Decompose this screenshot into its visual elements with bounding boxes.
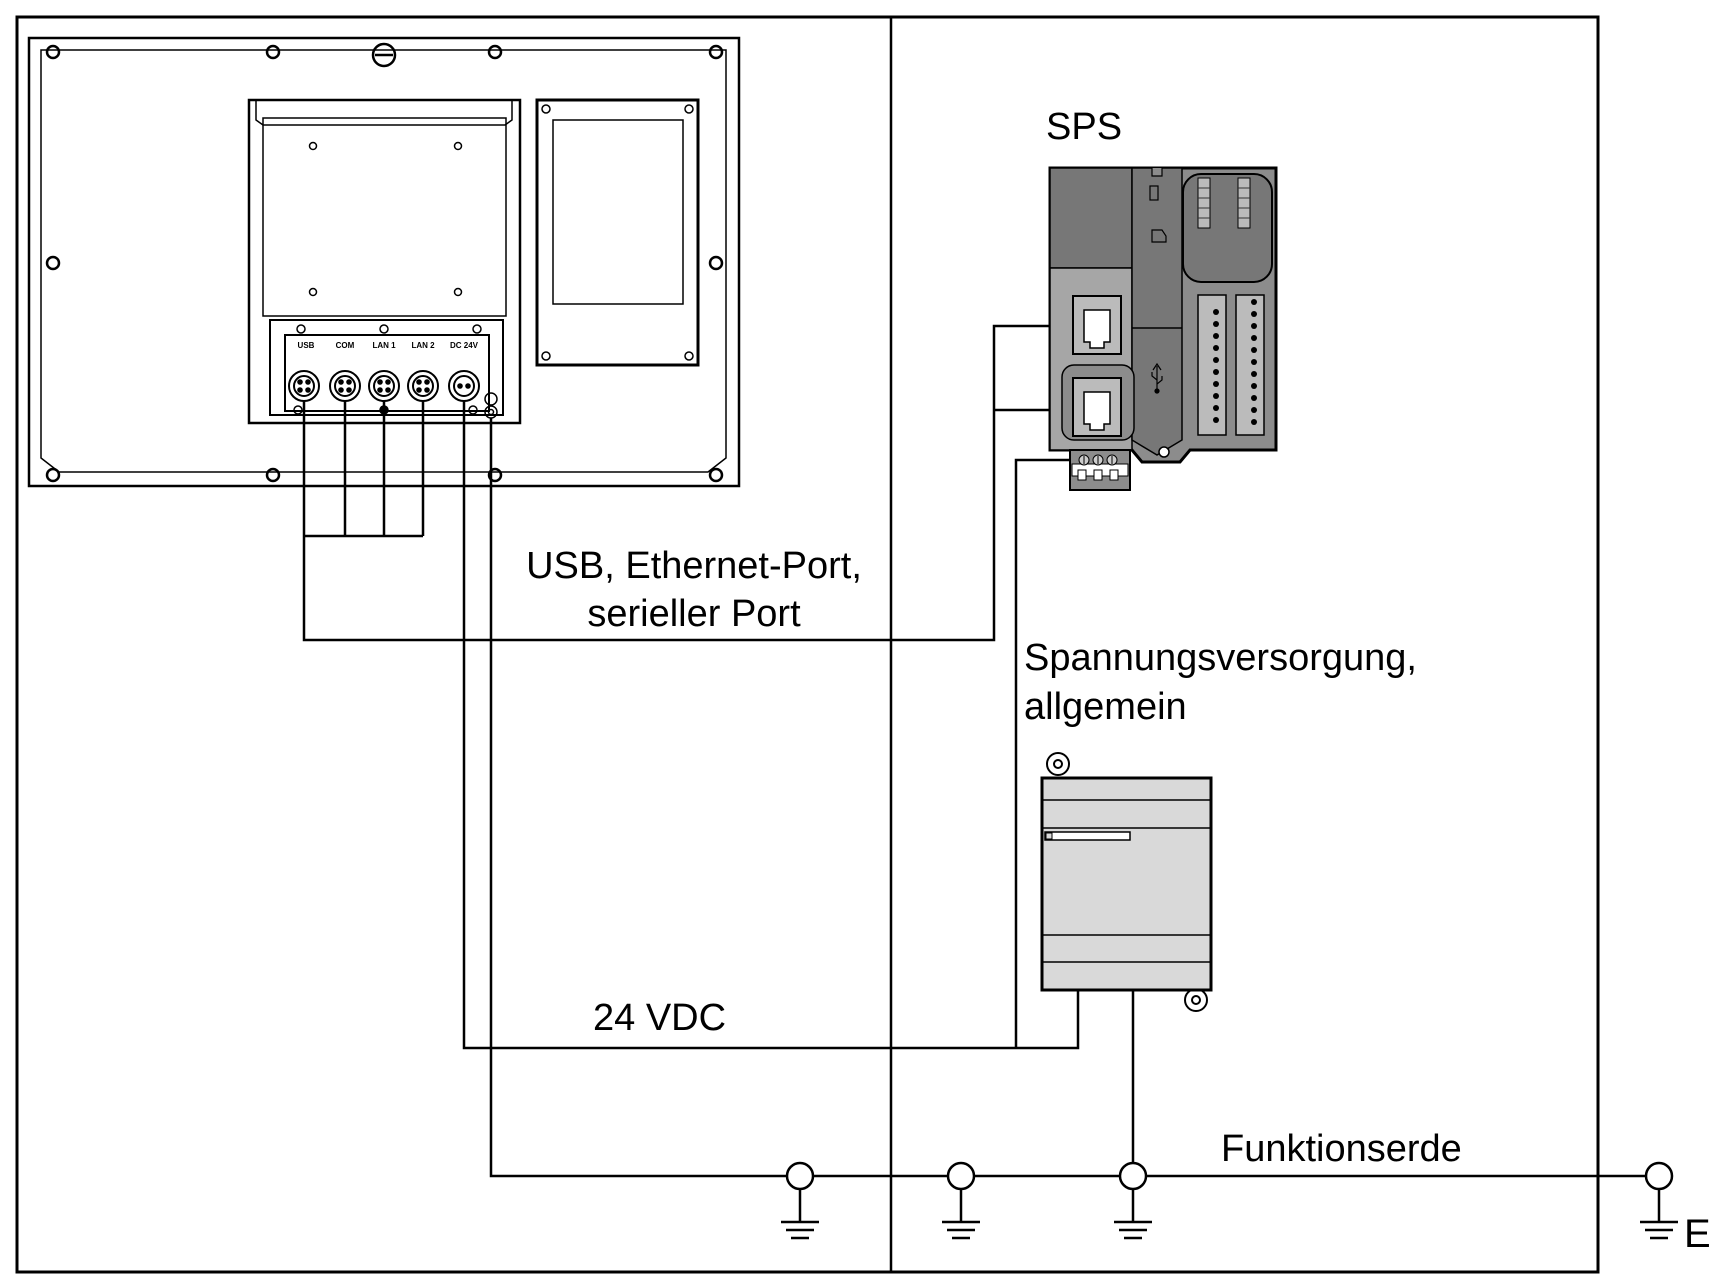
ground-icon — [781, 1161, 819, 1240]
plc-serial-port — [1061, 364, 1135, 441]
plc-power-terminal — [1069, 449, 1131, 491]
panel-mounting-holes — [45, 42, 724, 483]
vdc-label: 24 VDC — [593, 997, 726, 1039]
port-label-com: COM — [336, 341, 355, 350]
panel-port-labels: USB COM LAN 1 LAN 2 DC 24V — [298, 341, 479, 350]
vdc-cable — [462, 401, 1080, 1050]
comm-label-line1: USB, Ethernet-Port, — [526, 545, 862, 587]
ground-symbols — [781, 1161, 1678, 1240]
port-label-usb: USB — [298, 341, 315, 350]
com-port-connector — [329, 370, 361, 402]
plc-ethernet-port — [1072, 295, 1122, 355]
comm-cable — [302, 324, 1050, 642]
wiring — [302, 324, 1646, 1178]
usb-port-connector — [288, 370, 320, 402]
port-label-lan2: LAN 2 — [411, 341, 435, 350]
earth-label: E — [1684, 1212, 1711, 1256]
plc-device — [1048, 166, 1278, 491]
lan1-port-connector — [368, 370, 400, 402]
power-supply — [1040, 752, 1213, 1012]
expansion-slot — [535, 98, 700, 367]
port-label-lan1: LAN 1 — [372, 341, 396, 350]
ground-icon — [942, 1161, 980, 1240]
panel-port-block — [269, 319, 504, 416]
comm-label-line2: serieller Port — [587, 593, 801, 635]
plc-label: SPS — [1046, 106, 1122, 148]
cabinet-frame — [15, 15, 1600, 1274]
ground-icon — [1640, 1161, 1678, 1240]
ground-icon — [1114, 1161, 1152, 1240]
lan2-port-connector — [407, 370, 439, 402]
panel-rear-housing — [247, 98, 522, 425]
port-label-dc24v: DC 24V — [450, 341, 479, 350]
earth-cable — [489, 418, 1646, 1178]
power-supply-label-line2: allgemein — [1024, 686, 1187, 728]
functional-earth-label: Funktionserde — [1221, 1128, 1462, 1170]
dc24v-port-connector — [448, 370, 480, 402]
usb-icon — [1151, 362, 1163, 394]
power-supply-label-line1: Spannungsversorgung, — [1024, 637, 1417, 679]
